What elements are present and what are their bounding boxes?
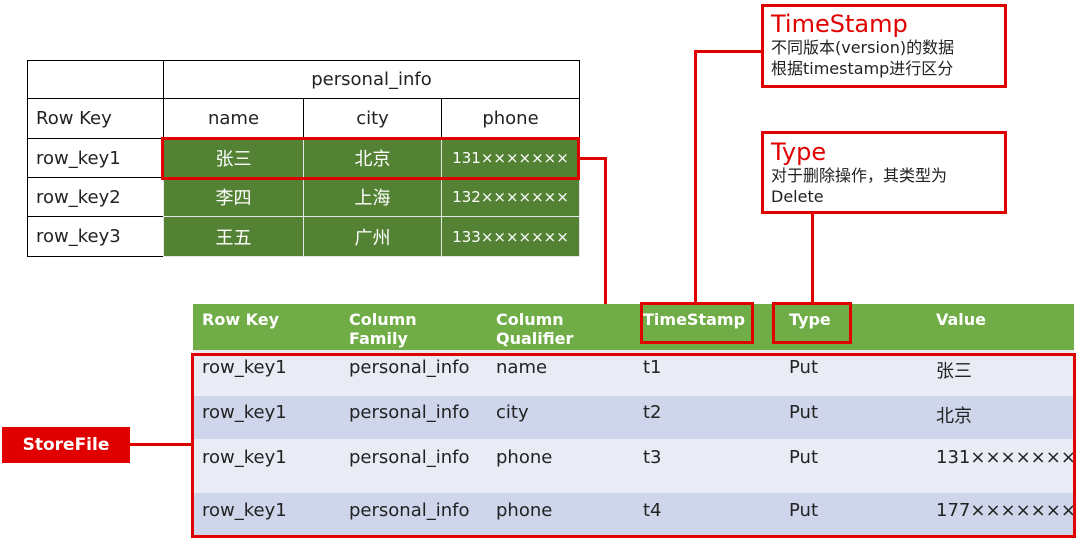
header-label: Type	[789, 310, 831, 329]
type-header-highlight	[772, 302, 852, 344]
header-column-family: Column Family	[349, 304, 417, 350]
family-cell: personal_info	[349, 357, 470, 378]
storefile-label: StoreFile	[2, 427, 130, 463]
connector-line	[604, 157, 607, 304]
timestamp-callout-line: 根据timestamp进行区分	[771, 59, 954, 78]
name-cell: 王五	[163, 216, 304, 257]
family-cell: personal_info	[349, 402, 470, 423]
qualifier-cell: name	[496, 357, 548, 378]
name-header: name	[163, 98, 304, 139]
table-row: row_key1 personal_info phone t3 Put 131×…	[193, 439, 1076, 493]
connector-line	[579, 157, 607, 160]
timestamp-callout-title: TimeStamp	[771, 10, 908, 38]
timestamp-cell: t2	[643, 402, 662, 423]
storefile-header-band	[193, 304, 1074, 350]
header-column-qualifier: Column Qualifier	[496, 304, 574, 350]
type-cell: Put	[789, 500, 819, 521]
storefile-rows-highlight	[191, 353, 1076, 538]
header-label: Qualifier	[496, 329, 574, 348]
phone-cell: 133×××××××	[441, 216, 580, 257]
row-key-cell: row_key1	[202, 357, 287, 378]
timestamp-callout: TimeStamp 不同版本(version)的数据 根据timestamp进行…	[761, 4, 1007, 88]
row-key-cell: row_key1	[202, 402, 287, 423]
name-cell: 李四	[163, 177, 304, 217]
header-label: Column	[496, 310, 564, 329]
timestamp-cell: t3	[643, 447, 662, 468]
connector-line	[811, 213, 814, 303]
type-callout-line: 对于删除操作，其类型为	[771, 166, 948, 185]
type-callout-line: Delete	[771, 187, 824, 206]
empty-corner-cell	[27, 60, 164, 99]
type-callout-title: Type	[771, 138, 827, 166]
value-cell: 177×××××××	[936, 500, 1076, 521]
header-label: Value	[936, 310, 987, 329]
value-cell: 张三	[936, 361, 972, 382]
header-label: Column	[349, 310, 417, 329]
timestamp-cell: t4	[643, 500, 662, 521]
qualifier-cell: phone	[496, 500, 553, 521]
header-label: Family	[349, 329, 408, 348]
table-row: row_key1 personal_info phone t4 Put 177×…	[193, 493, 1076, 535]
table-row: row_key1 personal_info name t1 Put 张三	[193, 350, 1074, 396]
city-cell: 广州	[303, 216, 442, 257]
row1-highlight-box	[161, 137, 580, 180]
row-key-cell: row_key1	[27, 138, 164, 178]
type-cell: Put	[789, 447, 819, 468]
qualifier-cell: phone	[496, 447, 553, 468]
value-cell: 131×××××××	[936, 447, 1076, 468]
row-key-cell: row_key2	[27, 177, 164, 217]
header-label: Row Key	[202, 310, 280, 329]
header-row-key: Row Key	[202, 304, 280, 350]
row-key-header: Row Key	[27, 98, 164, 139]
header-label: TimeStamp	[643, 310, 746, 329]
family-cell: personal_info	[349, 500, 470, 521]
phone-cell: 132×××××××	[441, 177, 580, 217]
type-callout: Type 对于删除操作，其类型为 Delete	[761, 131, 1007, 214]
row-key-cell: row_key3	[27, 216, 164, 257]
name-cell: 张三	[163, 138, 304, 178]
timestamp-cell: t1	[643, 357, 662, 378]
timestamp-callout-line: 不同版本(version)的数据	[771, 38, 955, 57]
type-cell: Put	[789, 357, 819, 378]
value-cell: 北京	[936, 406, 972, 427]
connector-line	[694, 50, 762, 53]
header-value: Value	[936, 304, 987, 350]
family-cell: personal_info	[349, 447, 470, 468]
type-cell: Put	[789, 402, 819, 423]
table-row: row_key1 personal_info city t2 Put 北京	[193, 396, 1074, 439]
phone-header: phone	[441, 98, 580, 139]
city-cell: 上海	[303, 177, 442, 217]
connector-line	[694, 50, 697, 303]
timestamp-header-highlight	[640, 302, 754, 344]
connector-line	[129, 443, 193, 446]
row-key-cell: row_key1	[202, 500, 287, 521]
qualifier-cell: city	[496, 402, 529, 423]
city-header: city	[303, 98, 442, 139]
row-key-cell: row_key1	[202, 447, 287, 468]
column-family-header: personal_info	[163, 60, 580, 99]
